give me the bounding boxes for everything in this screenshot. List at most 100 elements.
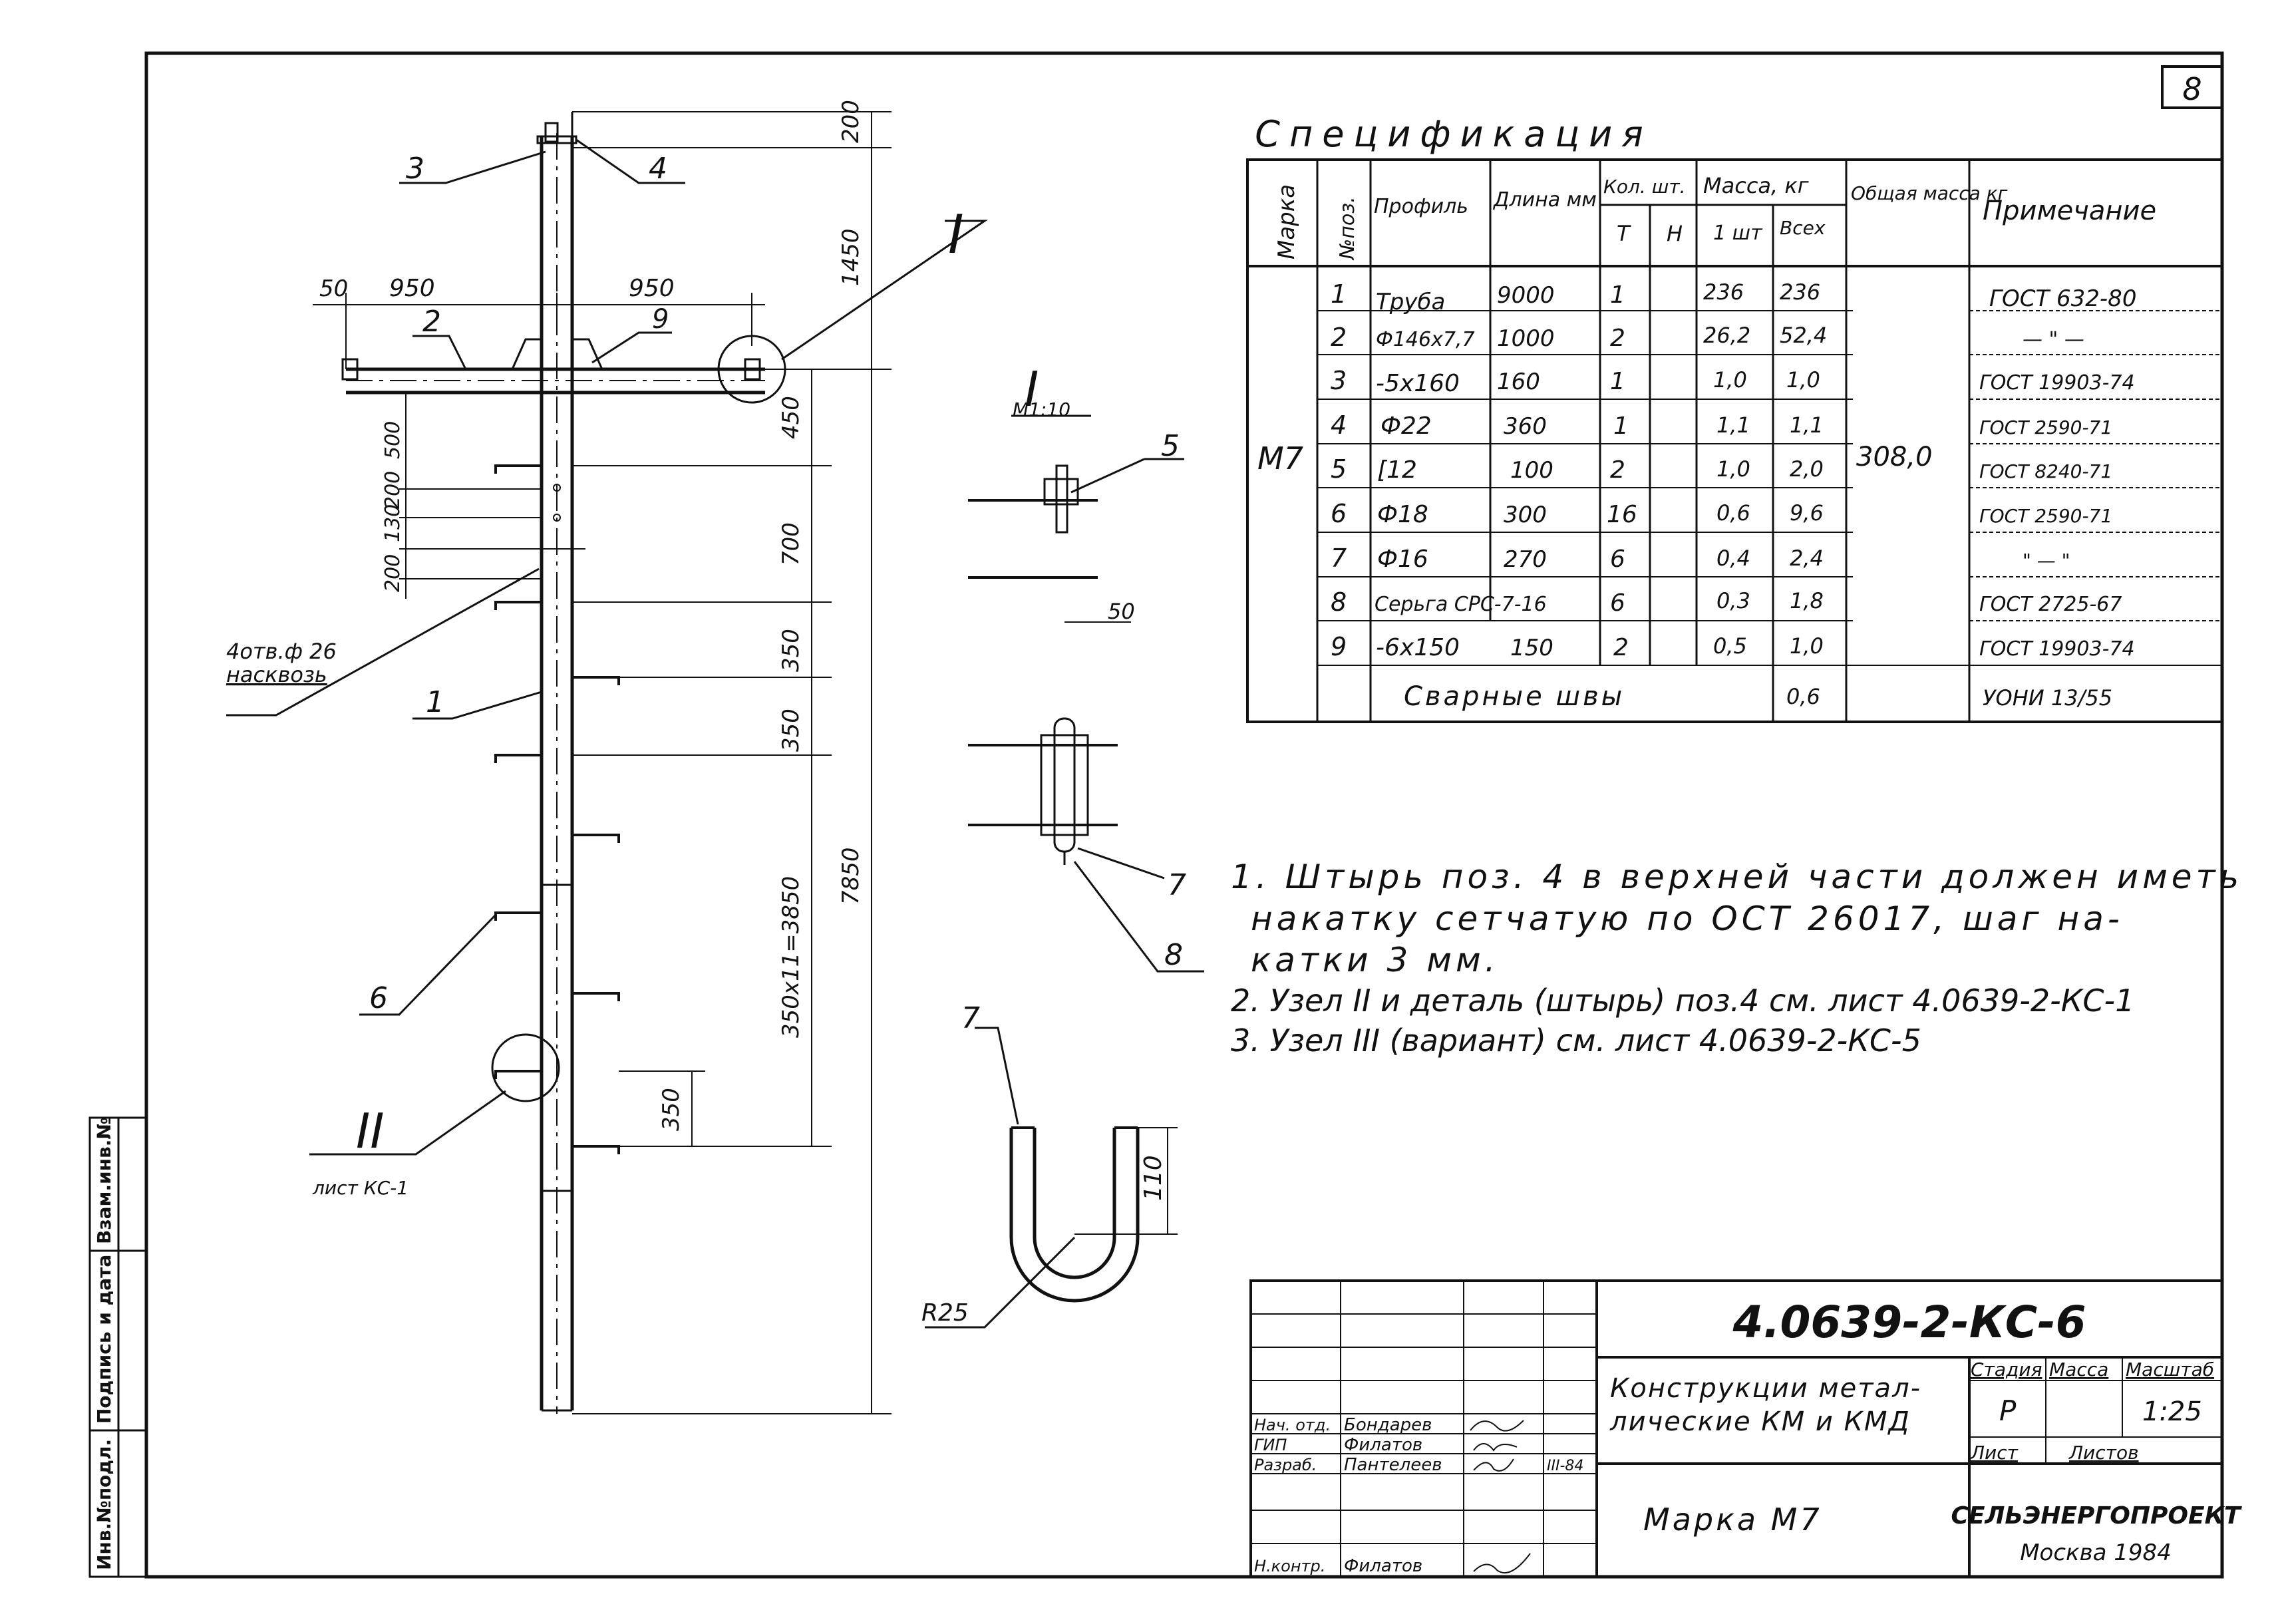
stamp-inv-orig: Инв.№подл. [93, 1439, 115, 1570]
hdr-length: Длина мм [1492, 188, 1597, 212]
welds-label: Сварные швы [1404, 681, 1625, 712]
callout-9: 9 [652, 304, 669, 335]
row-note: ГОСТ 8240-71 [1979, 460, 2112, 482]
dim-110: 110 [1140, 1155, 1167, 1201]
row-profile: Ф16 [1377, 546, 1428, 573]
dim-200-c: 200 [381, 554, 405, 592]
callout-5: 5 [1161, 429, 1180, 463]
table-row: 9 -6х150 150 2 0,5 1,0 ГОСТ 19903-74 [1331, 632, 2135, 661]
role-row: ГИП Филатов [1254, 1435, 1518, 1455]
row-note: ГОСТ 2725-67 [1979, 593, 2122, 616]
spec-title: Спецификация [1255, 113, 1652, 155]
row-length: 160 [1497, 369, 1540, 395]
dim-950-b: 950 [629, 275, 675, 302]
row-length: 300 [1504, 502, 1547, 528]
hdr-mass: Масса, кг [1703, 173, 1809, 198]
row-qty: 1 [1610, 281, 1625, 309]
detail-I-scale: М1:10 [1013, 399, 1070, 420]
detail-I-title: I [1025, 361, 1039, 417]
dim-50: 50 [319, 275, 348, 302]
dim-7850: 7850 [838, 847, 864, 905]
row-note: ГОСТ 2590-71 [1979, 505, 2112, 527]
row-all: 236 [1780, 279, 1820, 305]
row-one: 236 [1703, 279, 1744, 305]
scale-value: 1:25 [2142, 1396, 2202, 1427]
row-length: 100 [1510, 457, 1553, 484]
row-all: 9,6 [1790, 500, 1824, 526]
spec-table: Спецификация Ма [1246, 113, 2223, 723]
row-one: 0,4 [1716, 546, 1750, 571]
pole-drawing [341, 112, 786, 1414]
row-all: 1,1 [1790, 412, 1824, 438]
dim-700: 700 [778, 522, 804, 566]
stage-label: Стадия [1971, 1359, 2042, 1380]
hdr-marka: Марка [1273, 184, 1300, 259]
callout-6: 6 [369, 981, 388, 1015]
org-city-year: Москва 1984 [2020, 1540, 2172, 1566]
row-pos: 2 [1331, 323, 1347, 352]
dim-1450: 1450 [838, 228, 864, 286]
callouts: 3 4 2 9 4отв.ф 26 насквозь 1 6 I II лист… [226, 138, 988, 1199]
dim-350-b: 350 [778, 709, 804, 752]
table-row: 5 [12 100 2 1,0 2,0 ГОСТ 8240-71 [1331, 454, 2112, 484]
table-row: 8 Серьга СРС-7-16 6 0,3 1,8 ГОСТ 2725-67 [1331, 587, 2122, 617]
role-name: Пантелеев [1344, 1455, 1442, 1475]
role-name: Бондарев [1344, 1415, 1432, 1435]
spec-marka: М7 [1257, 440, 1303, 476]
project-line-1: Конструкции метал- [1610, 1373, 1921, 1404]
role-date: III-84 [1547, 1458, 1583, 1474]
sheet-label: Лист [1970, 1442, 2019, 1464]
row-all: 52,4 [1780, 323, 1827, 348]
hdr-qty-n: Н [1667, 221, 1683, 246]
row-profile: Ф146х7,7 [1376, 328, 1475, 351]
row-pos: 1 [1331, 279, 1347, 309]
row-profile: Серьга СРС-7-16 [1375, 593, 1547, 616]
signature [1473, 1458, 1514, 1472]
welds-note: УОНИ 13/55 [1983, 685, 2112, 711]
doc-code: 4.0639-2-КС-6 [1732, 1297, 2086, 1348]
hdr-qty: Кол. шт. [1603, 176, 1686, 198]
side-stamp: Инв.№подл. Подпись и дата Взам.инв.№ [88, 1116, 148, 1578]
row-qty: 16 [1607, 501, 1637, 528]
row-note: — " — [2023, 328, 2084, 351]
table-row: 3 -5х160 160 1 1,0 1,0 ГОСТ 19903-74 [1331, 366, 2135, 397]
dim-200: 200 [838, 100, 864, 143]
callout-3: 3 [406, 152, 424, 186]
dim-350-c: 350 [658, 1088, 685, 1131]
spec-total-mass: 308,0 [1856, 442, 1933, 472]
row-length: 150 [1510, 635, 1553, 661]
note-line: 1. Штырь поз. 4 в верхней части должен и… [1231, 858, 2243, 896]
stamp-sign-date: Подпись и дата [93, 1255, 115, 1424]
note-line: 3. Узел III (вариант) см. лист 4.0639-2-… [1231, 1023, 1921, 1058]
row-one: 0,3 [1716, 588, 1750, 613]
dim-450: 450 [778, 396, 804, 439]
project-line-2: лические КМ и КМД [1609, 1406, 1911, 1437]
row-one: 0,6 [1716, 500, 1750, 526]
dim-r25: R25 [921, 1299, 969, 1327]
dim-50-b: 50 [1108, 599, 1135, 624]
row-all: 1,8 [1790, 588, 1824, 613]
callout-7b: 7 [961, 1001, 980, 1035]
signature [1473, 1553, 1531, 1573]
dim-200-b: 200 [381, 471, 405, 509]
stamp-inv-repl: Взам.инв.№ [93, 1117, 115, 1244]
role: ГИП [1254, 1436, 1287, 1454]
node-II-ref: лист КС-1 [312, 1177, 408, 1199]
dim-950-a: 950 [389, 275, 435, 302]
hdr-qty-t: Т [1617, 221, 1631, 246]
hdr-total-mass: Общая масса кг [1851, 182, 2008, 204]
row-pos: 4 [1331, 410, 1347, 440]
callout-1: 1 [426, 685, 444, 719]
row-profile: -5х160 [1376, 370, 1460, 397]
hdr-mass-all: Всех [1780, 217, 1826, 239]
detail-u-bolt: 110 R25 7 [921, 1001, 1178, 1329]
node-II-marker: II [356, 1103, 384, 1159]
holes-label-2: насквозь [226, 662, 327, 687]
row-qty: 1 [1613, 412, 1629, 440]
sheets-label: Листов [2068, 1442, 2139, 1464]
row-one: 1,0 [1713, 367, 1747, 393]
row-one: 1,0 [1716, 456, 1750, 482]
notes: 1. Штырь поз. 4 в верхней части должен и… [1231, 858, 2243, 1058]
row-note: " — " [2023, 550, 2070, 571]
